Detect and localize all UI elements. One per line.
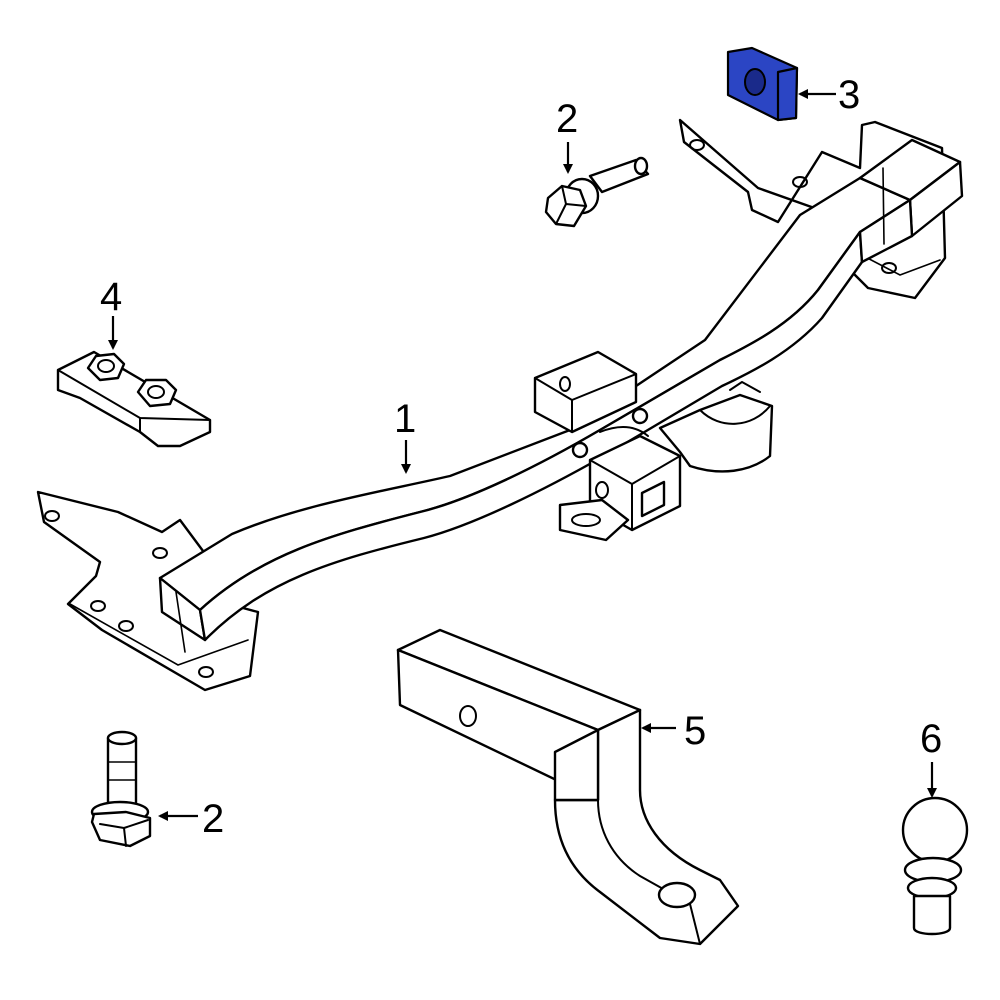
receiver-hitch-frame[interactable] [36, 118, 964, 692]
callout-1: 1 [394, 397, 416, 441]
bolt-upper[interactable] [544, 156, 650, 228]
callout-5: 5 [684, 709, 706, 753]
spacer-plate-hole [744, 68, 766, 96]
callout-3: 3 [838, 73, 860, 117]
nut-plate[interactable] [56, 350, 212, 448]
ball-mount[interactable] [396, 628, 740, 946]
callout-6: 6 [920, 717, 942, 761]
callout-2-upper: 2 [556, 97, 578, 141]
hitch-ball[interactable] [901, 796, 969, 936]
bolt-lower[interactable] [90, 730, 152, 848]
spacer-plate[interactable] [726, 46, 799, 122]
callout-4: 4 [100, 275, 122, 319]
callout-leaders [108, 89, 937, 821]
callout-labels: 1 2 2 3 4 5 6 [100, 73, 942, 841]
callout-2-lower: 2 [202, 797, 224, 841]
spacer-plate-side [776, 66, 799, 122]
